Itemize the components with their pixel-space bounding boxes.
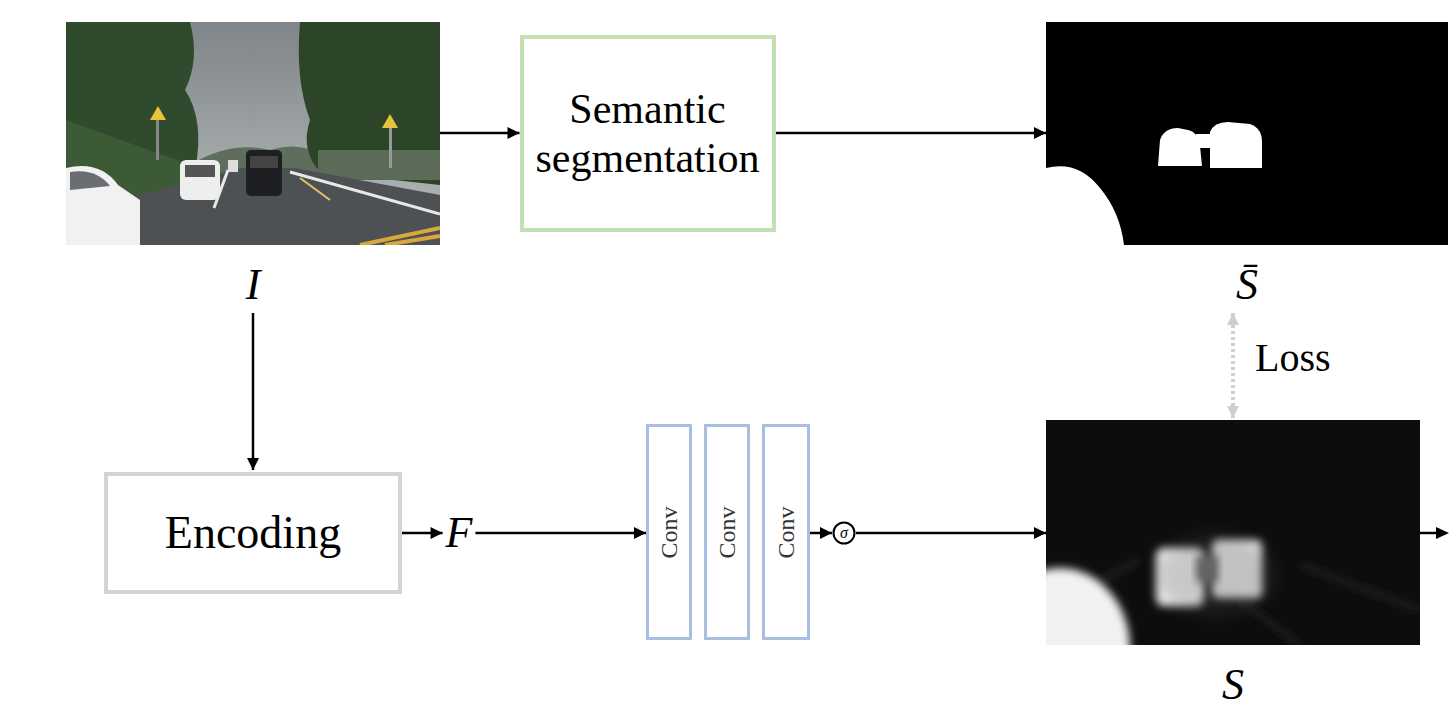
conv-layer: Conv	[646, 424, 692, 640]
image-caption: S̄	[1046, 263, 1448, 307]
image-panel: S	[1046, 420, 1420, 711]
conv-label: Conv	[714, 506, 741, 558]
process-box: Semantic segmentation	[520, 35, 776, 232]
image-panel: S̄	[1046, 22, 1448, 311]
segmentation-mask	[1046, 22, 1448, 245]
arrow-head	[1436, 527, 1449, 539]
conv-label: Conv	[656, 506, 683, 558]
box-label: Semantic segmentation	[530, 85, 766, 182]
flow-arrow	[776, 132, 1047, 135]
image-panel: I	[66, 22, 440, 311]
image-caption: S	[1046, 663, 1420, 707]
flow-arrow	[856, 532, 1046, 535]
flow-arrow	[810, 532, 832, 535]
feature-symbol: F	[446, 511, 473, 555]
flow-arrow	[252, 313, 255, 470]
process-box: Encoding	[104, 472, 402, 594]
edge-label: Loss	[1253, 338, 1333, 378]
flow-arrow	[475, 532, 646, 535]
road-photo	[66, 22, 440, 245]
sigmoid-circle: σ	[832, 521, 856, 545]
feature-label: F	[443, 508, 476, 558]
flow-arrow	[402, 532, 443, 535]
output-arrow	[1420, 532, 1438, 535]
flow-arrow	[440, 132, 520, 135]
sigmoid-symbol: σ	[840, 525, 848, 541]
image-caption: I	[66, 263, 440, 307]
predicted-mask	[1046, 420, 1420, 645]
conv-layer: Conv	[762, 424, 810, 640]
conv-layer: Conv	[704, 424, 750, 640]
loss-connector	[1231, 313, 1235, 418]
conv-label: Conv	[773, 506, 800, 558]
box-label: Encoding	[114, 507, 392, 560]
